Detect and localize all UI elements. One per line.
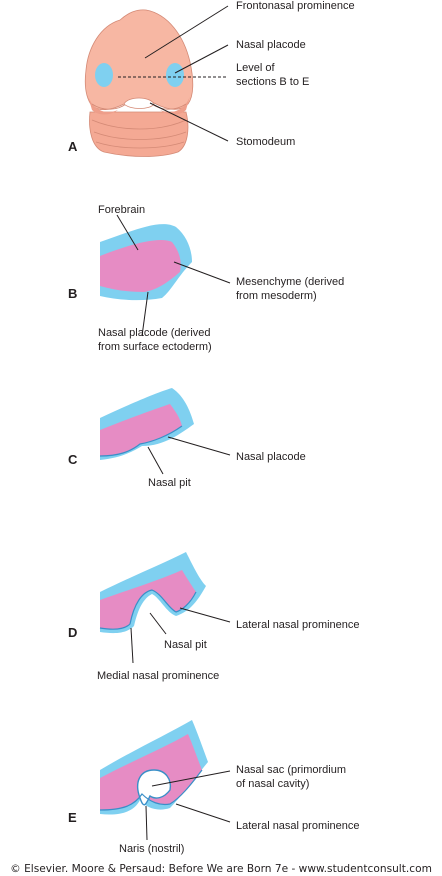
lateral-nasal-prominence-label-d: Lateral nasal prominence [236, 619, 360, 631]
stomodeum-opening [123, 97, 155, 109]
nasal-pit-label-c: Nasal pit [148, 477, 191, 489]
panel-e-letter: E [68, 810, 77, 825]
left-nasal-placode [95, 63, 113, 87]
lateral-nasal-prominence-label-e: Lateral nasal prominence [236, 820, 360, 832]
nasal-pit-label-d: Nasal pit [164, 639, 207, 651]
nasal-sac-label-1: Nasal sac (primordium [236, 764, 346, 776]
nasal-sac-label-2: of nasal cavity) [236, 778, 309, 790]
right-nasal-placode [166, 63, 184, 87]
panel-b-letter: B [68, 286, 77, 301]
embryo-head-illustration [84, 9, 194, 157]
panel-d-letter: D [68, 625, 77, 640]
nasal-placode-label-b1: Nasal placode (derived [98, 327, 211, 339]
mesenchyme-b [100, 239, 181, 292]
mesenchyme-c [100, 404, 182, 456]
panel-a-letter: A [68, 139, 78, 154]
mesenchyme-d [100, 570, 196, 630]
mesenchyme-label-2: from mesoderm) [236, 290, 317, 302]
panel-d: D Lateral nasal prominence Nasal pit Med… [68, 552, 360, 682]
nasal-sac-cavity [136, 769, 172, 806]
stomodeum-label: Stomodeum [236, 136, 295, 148]
level-sections-label: sections B to E [236, 76, 309, 88]
nasal-placode-label-c: Nasal placode [236, 451, 306, 463]
nasal-placode-label-a: Nasal placode [236, 39, 306, 51]
panel-a: A Frontonasal prominence Nasal placode L… [68, 0, 355, 157]
panel-e: E Nasal sac (primordium of nasal cavity)… [68, 720, 360, 855]
nasal-placode-label-b2: from surface ectoderm) [98, 341, 212, 353]
panel-c: C Nasal placode Nasal pit [68, 388, 306, 489]
medial-nasal-prominence-label: Medial nasal prominence [97, 670, 219, 682]
forebrain-label: Forebrain [98, 204, 145, 216]
mesenchyme-label-1: Mesenchyme (derived [236, 276, 344, 288]
naris-label: Naris (nostril) [119, 843, 184, 855]
frontonasal-prominence-label: Frontonasal prominence [236, 0, 355, 12]
copyright-notice: © Elsevier. Moore & Persaud: Before We a… [10, 863, 432, 875]
panel-b: B Forebrain Mesenchyme (derived from mes… [68, 204, 344, 353]
panel-c-letter: C [68, 452, 78, 467]
level-of-label: Level of [236, 62, 275, 74]
